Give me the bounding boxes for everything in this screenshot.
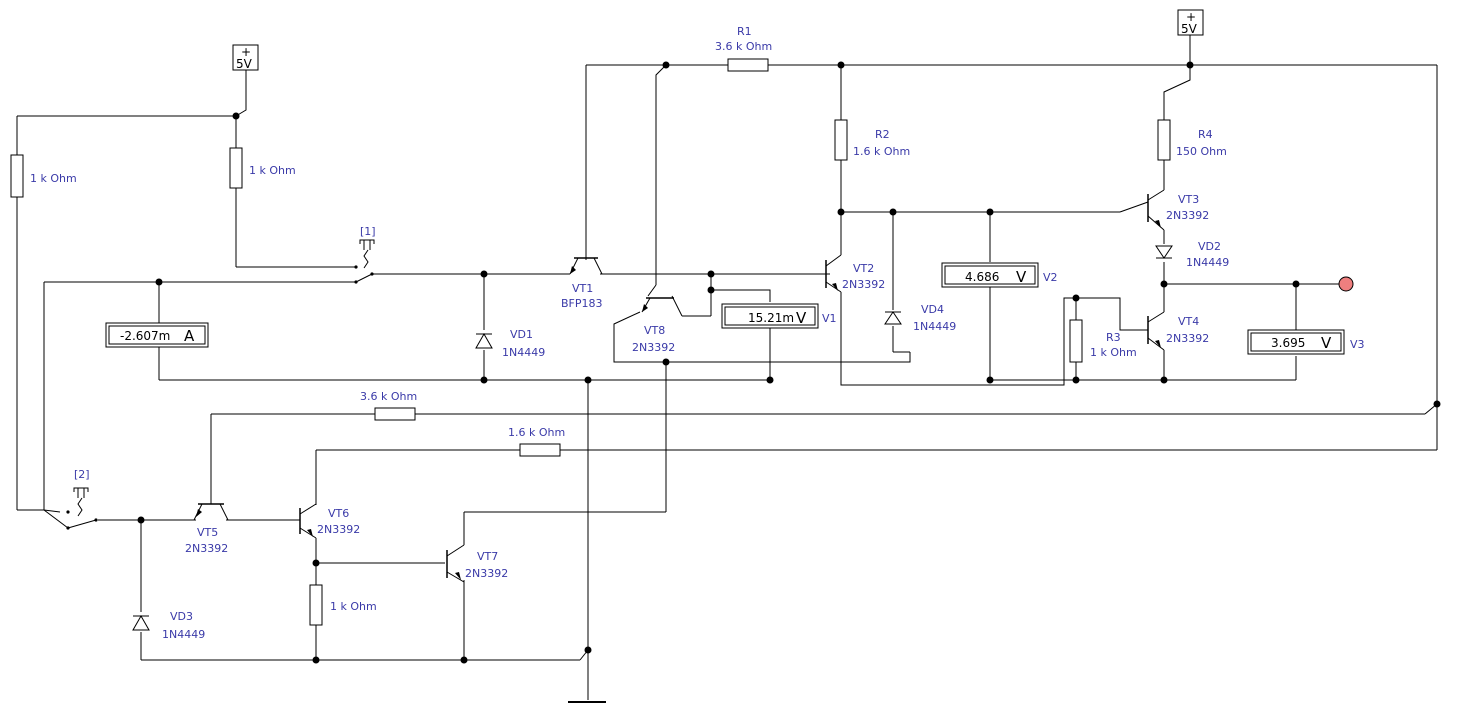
resistor-feedback-1: 3.6 k Ohm xyxy=(360,390,417,421)
transistor-vt7: VT7 2N3392 xyxy=(446,544,508,583)
resistor-r1: R1 3.6 k Ohm xyxy=(715,25,772,72)
vd2-name: VD2 xyxy=(1198,240,1221,253)
r4-name: R4 xyxy=(1198,128,1213,141)
switch-1-label: [1] xyxy=(360,225,376,238)
v1-unit: V xyxy=(796,309,807,327)
vt8-type: 2N3392 xyxy=(632,341,675,354)
vd2-type: 1N4449 xyxy=(1186,256,1229,269)
v1-name: V1 xyxy=(822,312,837,325)
vt7-name: VT7 xyxy=(477,550,498,563)
transistor-vt5: VT5 2N3392 xyxy=(185,503,229,555)
vd1-name: VD1 xyxy=(510,328,533,341)
vt5-name: VT5 xyxy=(197,526,218,539)
r4-value: 150 Ohm xyxy=(1176,145,1227,158)
transistor-vt4: VT4 2N3392 xyxy=(1147,311,1209,351)
r3-name: R3 xyxy=(1106,331,1121,344)
v3-unit: V xyxy=(1321,334,1332,352)
diode-vd1: VD1 1N4449 xyxy=(475,328,545,359)
transistor-vt2: VT2 2N3392 xyxy=(825,254,885,293)
voltmeter-v2: 4.686 V V2 xyxy=(941,262,1058,288)
resistor-top-left-value: 1 k Ohm xyxy=(249,164,296,177)
vd3-type: 1N4449 xyxy=(162,628,205,641)
resistor-r2: R2 1.6 k Ohm xyxy=(834,119,910,161)
switch-2-label: [2] xyxy=(74,468,90,481)
resistor-r3: R3 1 k Ohm xyxy=(1069,319,1137,363)
feedback-2-value: 1.6 k Ohm xyxy=(508,426,565,439)
vt5-type: 2N3392 xyxy=(185,542,228,555)
diode-vd3: VD3 1N4449 xyxy=(132,610,205,641)
v3-value: 3.695 xyxy=(1271,336,1305,350)
ammeter-unit: A xyxy=(184,327,195,345)
vt3-name: VT3 xyxy=(1178,193,1199,206)
vt3-type: 2N3392 xyxy=(1166,209,1209,222)
supply-5v-label-left: 5V xyxy=(236,57,253,71)
supply-5v-right: + 5V xyxy=(1177,9,1204,36)
resistor-bottom-value: 1 k Ohm xyxy=(330,600,377,613)
vd3-name: VD3 xyxy=(170,610,193,623)
vt6-name: VT6 xyxy=(328,507,349,520)
vt4-type: 2N3392 xyxy=(1166,332,1209,345)
junction-dots xyxy=(137,61,1441,664)
resistor-r4: R4 150 Ohm xyxy=(1157,119,1227,161)
r3-value: 1 k Ohm xyxy=(1090,346,1137,359)
v2-name: V2 xyxy=(1043,271,1058,284)
vt1-type: BFP183 xyxy=(561,297,603,310)
vt2-name: VT2 xyxy=(853,262,874,275)
resistor-bottom: 1 k Ohm xyxy=(309,584,377,626)
vt4-name: VT4 xyxy=(1178,315,1199,328)
v2-unit: V xyxy=(1016,268,1027,286)
vt1-name: VT1 xyxy=(572,282,593,295)
vt8-name: VT8 xyxy=(644,324,665,337)
switch-1[interactable]: [1] xyxy=(354,225,376,284)
v3-name: V3 xyxy=(1350,338,1365,351)
voltmeter-v1: 15.21m V V1 xyxy=(721,303,837,329)
v2-value: 4.686 xyxy=(965,270,999,284)
output-probe[interactable] xyxy=(1338,276,1354,292)
vt6-type: 2N3392 xyxy=(317,523,360,536)
vt2-type: 2N3392 xyxy=(842,278,885,291)
voltmeter-v3: 3.695 V V3 xyxy=(1247,329,1365,355)
supply-5v-left: + 5V xyxy=(232,44,259,71)
resistor-left-value: 1 k Ohm xyxy=(30,172,77,185)
supply-plus-right: + xyxy=(1186,10,1196,24)
transistor-vt8: VT8 2N3392 xyxy=(632,297,675,354)
wires xyxy=(16,35,1438,700)
vd1-type: 1N4449 xyxy=(502,346,545,359)
resistor-left: 1 k Ohm xyxy=(10,154,77,198)
vd4-name: VD4 xyxy=(921,303,944,316)
r1-name: R1 xyxy=(737,25,752,38)
transistor-vt3: VT3 2N3392 xyxy=(1147,189,1209,231)
resistor-top-left: 1 k Ohm xyxy=(229,147,296,189)
switch-2[interactable]: [2] xyxy=(43,468,98,530)
supply-plus-left: + xyxy=(241,45,251,59)
ammeter: -2.607m A xyxy=(105,322,209,348)
supply-5v-label-right: 5V xyxy=(1181,22,1198,36)
r2-value: 1.6 k Ohm xyxy=(853,145,910,158)
feedback-1-value: 3.6 k Ohm xyxy=(360,390,417,403)
ammeter-value: -2.607m xyxy=(120,329,170,343)
r1-value: 3.6 k Ohm xyxy=(715,40,772,53)
v1-value: 15.21m xyxy=(748,311,794,325)
vd4-type: 1N4449 xyxy=(913,320,956,333)
vt7-type: 2N3392 xyxy=(465,567,508,580)
diode-vd2: VD2 1N4449 xyxy=(1155,240,1229,269)
diode-vd4: VD4 1N4449 xyxy=(884,303,956,333)
transistor-vt1: VT1 BFP183 xyxy=(561,257,603,310)
r2-name: R2 xyxy=(875,128,890,141)
transistor-vt6: VT6 2N3392 xyxy=(299,503,360,539)
resistor-feedback-2: 1.6 k Ohm xyxy=(508,426,565,457)
